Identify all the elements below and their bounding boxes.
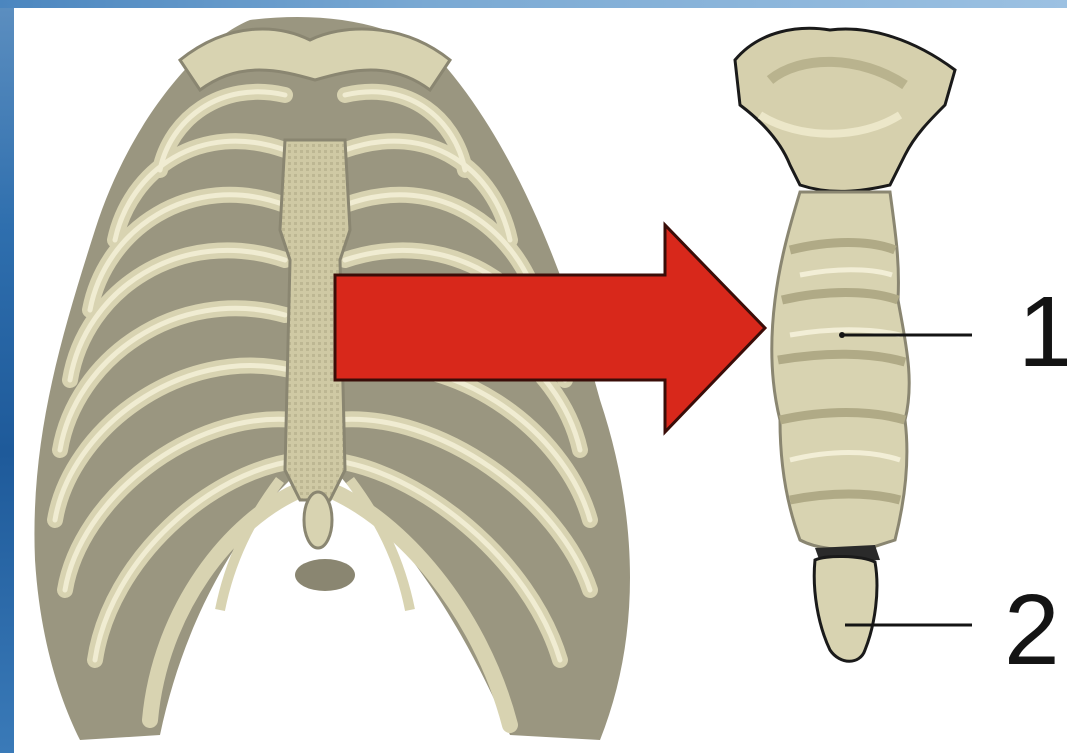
label-1: 1 bbox=[1018, 282, 1067, 382]
sternum-illustration bbox=[735, 28, 955, 661]
label-2: 2 bbox=[1004, 580, 1060, 680]
